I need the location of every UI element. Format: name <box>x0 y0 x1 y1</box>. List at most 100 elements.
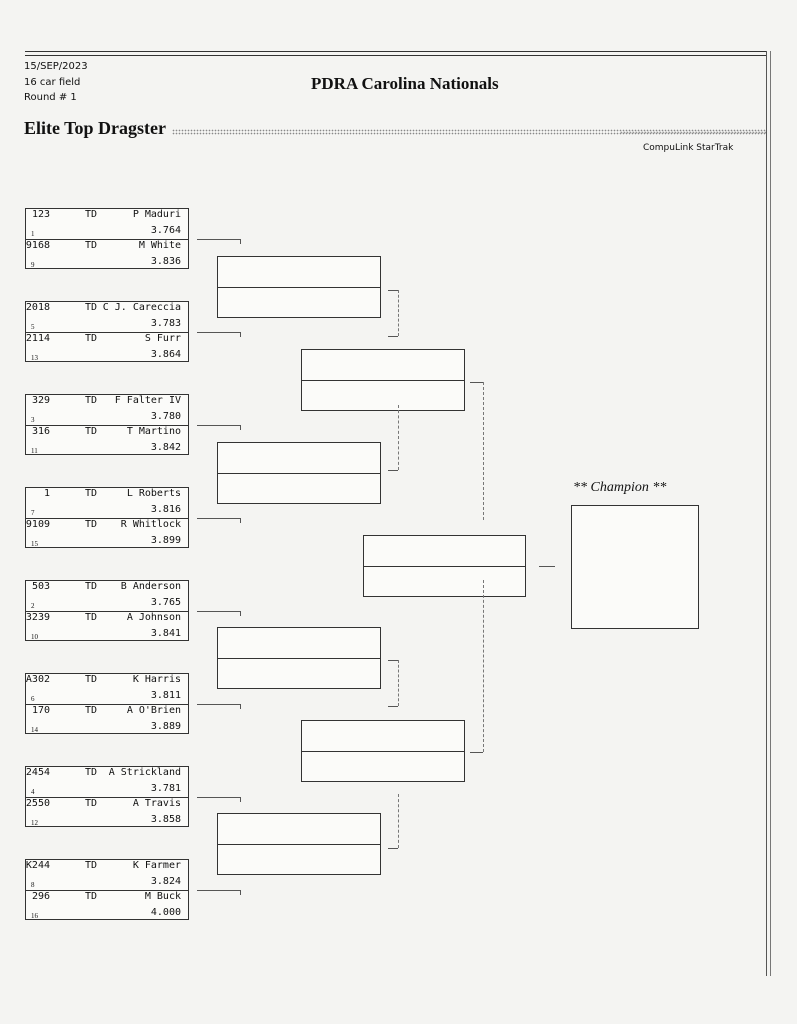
car-number: 2018 <box>25 302 50 313</box>
champion-box <box>571 505 699 629</box>
car-number: 2114 <box>25 333 50 344</box>
car-number: K244 <box>25 860 50 871</box>
connector <box>388 470 398 471</box>
class-code: TD <box>85 798 98 809</box>
class-code: TD <box>85 302 98 313</box>
connector <box>240 704 241 709</box>
connector <box>197 797 240 798</box>
dotted-rule-secondary <box>620 131 766 134</box>
elapsed-time: 3.836 <box>150 256 181 267</box>
qualifying-seed: 12 <box>31 819 38 827</box>
round3-slot <box>301 349 465 411</box>
driver-name: A Travis <box>132 798 181 809</box>
driver-name: A Strickland <box>108 767 181 778</box>
connector <box>240 890 241 895</box>
car-number: 2454 <box>25 767 50 778</box>
qualifying-seed: 1 <box>31 230 35 238</box>
car-number: 296 <box>31 891 50 902</box>
slot-divider <box>218 658 380 659</box>
qualifying-seed: 15 <box>31 540 38 548</box>
elapsed-time: 3.864 <box>150 349 181 360</box>
connector <box>197 239 240 240</box>
car-number: 2550 <box>25 798 50 809</box>
class-code: TD <box>85 209 98 220</box>
connector <box>388 848 398 849</box>
round2-slot <box>217 256 381 318</box>
top-rule <box>25 51 767 56</box>
connector <box>398 405 399 470</box>
round2-slot <box>217 813 381 875</box>
slot-divider <box>218 844 380 845</box>
final-slot <box>363 535 526 597</box>
driver-name: A O'Brien <box>126 705 181 716</box>
connector <box>388 706 398 707</box>
class-code: TD <box>85 674 98 685</box>
round-number: Round # 1 <box>24 92 77 103</box>
elapsed-time: 3.899 <box>150 535 181 546</box>
car-number: 503 <box>31 581 50 592</box>
elapsed-time: 3.889 <box>150 721 181 732</box>
elapsed-time: 4.000 <box>150 907 181 918</box>
class-code: TD <box>85 426 98 437</box>
qualifying-seed: 14 <box>31 726 38 734</box>
class-code: TD <box>85 395 98 406</box>
class-code: TD <box>85 705 98 716</box>
car-number: 9109 <box>25 519 50 530</box>
elapsed-time: 3.811 <box>150 690 181 701</box>
dotted-rule <box>172 129 766 135</box>
connector <box>539 566 555 567</box>
qualifying-seed: 9 <box>31 261 35 269</box>
software-credit: CompuLink StarTrak <box>643 143 734 153</box>
qualifying-seed: 5 <box>31 323 35 331</box>
connector <box>240 425 241 430</box>
race-date: 15/SEP/2023 <box>24 61 88 72</box>
class-code: TD <box>85 891 98 902</box>
connector <box>483 382 484 520</box>
connector <box>240 239 241 244</box>
connector <box>398 660 399 706</box>
car-number: 123 <box>31 209 50 220</box>
right-rule <box>766 51 771 976</box>
connector <box>197 611 240 612</box>
round2-slot <box>217 627 381 689</box>
elapsed-time: 3.780 <box>150 411 181 422</box>
qualifying-seed: 11 <box>31 447 38 455</box>
elapsed-time: 3.765 <box>150 597 181 608</box>
connector <box>470 752 483 753</box>
connector <box>388 290 398 291</box>
qualifying-seed: 13 <box>31 354 38 362</box>
elapsed-time: 3.841 <box>150 628 181 639</box>
elapsed-time: 3.816 <box>150 504 181 515</box>
driver-name: L Roberts <box>126 488 181 499</box>
class-code: TD <box>85 612 98 623</box>
event-title: PDRA Carolina Nationals <box>311 74 499 93</box>
slot-divider <box>218 473 380 474</box>
connector <box>197 425 240 426</box>
car-number: 170 <box>31 705 50 716</box>
field-size: 16 car field <box>24 77 81 88</box>
class-code: TD <box>85 860 98 871</box>
car-number: 3239 <box>25 612 50 623</box>
driver-name: K Farmer <box>132 860 181 871</box>
round2-slot <box>217 442 381 504</box>
connector <box>197 332 240 333</box>
qualifying-seed: 7 <box>31 509 35 517</box>
car-number: A302 <box>25 674 50 685</box>
qualifying-seed: 10 <box>31 633 38 641</box>
connector <box>197 890 240 891</box>
